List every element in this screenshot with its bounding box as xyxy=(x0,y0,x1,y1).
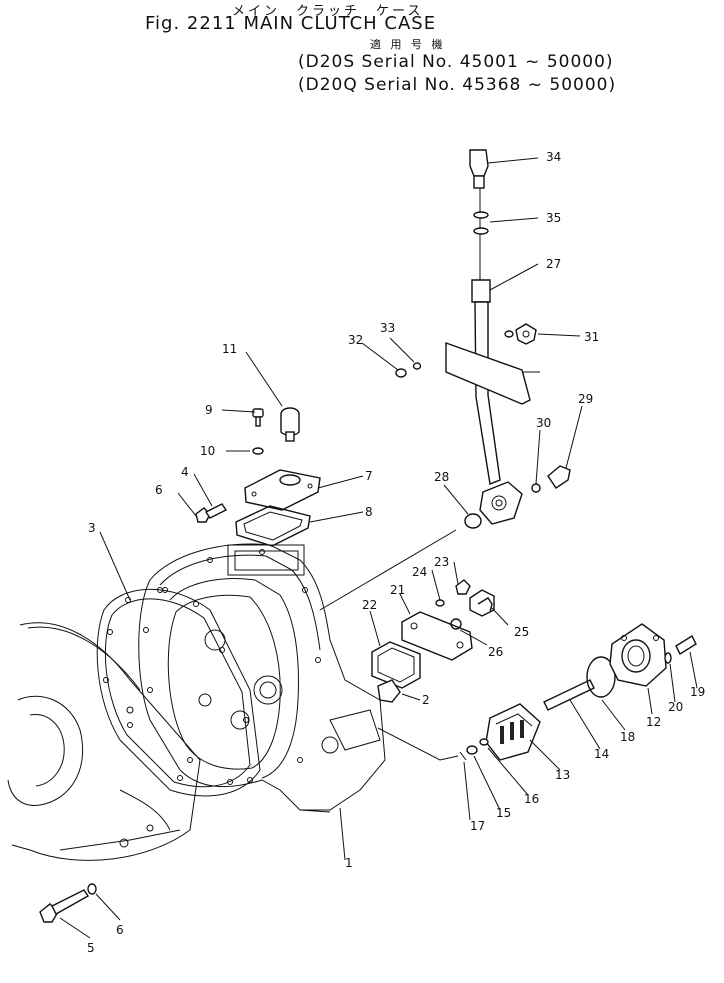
callout-13: 13 xyxy=(555,768,570,782)
callout-9: 9 xyxy=(205,403,213,417)
mounting-bolt-drawing xyxy=(39,503,228,923)
callout-18: 18 xyxy=(620,730,635,744)
callout-17: 17 xyxy=(470,819,485,833)
valve-cover-parts-drawing xyxy=(371,579,495,703)
clutch-case-1-drawing xyxy=(138,543,386,813)
callout-22: 22 xyxy=(362,598,377,612)
applicable-models-label: 適 用 号 機 xyxy=(370,38,446,51)
callout-12: 12 xyxy=(646,715,661,729)
figure-title: Fig. 2211 MAIN CLUTCH CASE xyxy=(145,13,437,34)
callout-1: 1 xyxy=(345,856,353,870)
gasket-3-drawing xyxy=(96,587,261,797)
callout-23: 23 xyxy=(434,555,449,569)
callout-31: 31 xyxy=(584,330,599,344)
callout-5: 5 xyxy=(87,941,95,955)
callout-8: 8 xyxy=(365,505,373,519)
callout-20: 20 xyxy=(668,700,683,714)
serial-text-d20q: D20Q Serial No. 45368 ~ 50000 xyxy=(305,75,609,95)
callout-29: 29 xyxy=(578,392,593,406)
callout-6-lower: 6 xyxy=(116,923,124,937)
callout-32: 32 xyxy=(348,333,363,347)
callout-34: 34 xyxy=(546,150,561,164)
callout-6-upper: 6 xyxy=(155,483,163,497)
callout-28: 28 xyxy=(434,470,449,484)
kana-title: メイン クラッチ ケース xyxy=(232,4,424,19)
callout-labels: 1 2 3 4 5 6 6 7 8 9 10 11 12 13 14 15 16… xyxy=(87,150,705,955)
callout-7: 7 xyxy=(365,469,373,483)
callout-21: 21 xyxy=(390,583,405,597)
callout-14: 14 xyxy=(594,747,609,761)
callout-26: 26 xyxy=(488,645,503,659)
level-gauge-drawing xyxy=(395,149,540,525)
serial-range-d20s: (D20S Serial No. 45001 ~ 50000) xyxy=(298,52,614,72)
callout-33: 33 xyxy=(380,321,395,335)
callout-2: 2 xyxy=(422,693,430,707)
callout-30: 30 xyxy=(536,416,551,430)
serial-range-d20q: (D20Q Serial No. 45368 ~ 50000) xyxy=(298,75,617,95)
callout-11: 11 xyxy=(222,342,237,356)
flywheel-housing-drawing xyxy=(7,622,201,861)
callout-4: 4 xyxy=(181,465,189,479)
callout-25: 25 xyxy=(514,625,529,639)
cover-assembly-drawing xyxy=(235,407,321,547)
callout-19: 19 xyxy=(690,685,705,699)
leader-lines xyxy=(59,157,698,939)
callout-16: 16 xyxy=(524,792,539,806)
callout-27: 27 xyxy=(546,257,561,271)
callout-10: 10 xyxy=(200,444,215,458)
strainer-assembly-drawing xyxy=(459,623,697,761)
callout-24: 24 xyxy=(412,565,427,579)
callout-3: 3 xyxy=(88,521,96,535)
oring-bolts-drawing xyxy=(464,465,571,529)
callout-35: 35 xyxy=(546,211,561,225)
callout-15: 15 xyxy=(496,806,511,820)
